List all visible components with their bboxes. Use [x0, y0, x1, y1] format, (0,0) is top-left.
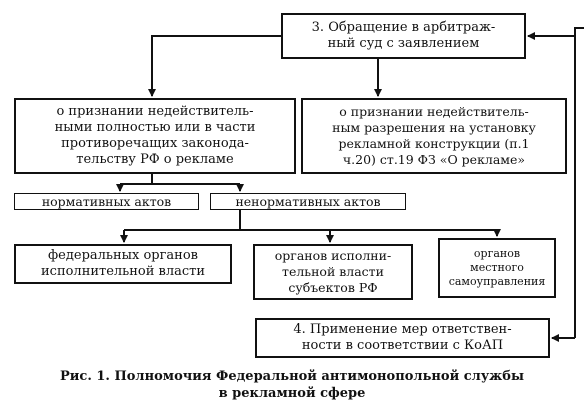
non-normative-acts-text: ненормативных актов: [235, 193, 381, 209]
arrow-court-to-acts: [148, 35, 281, 97]
normative-acts-text: нормативных актов: [41, 193, 172, 209]
local-government-text: органов местного самоуправления: [448, 247, 546, 288]
normative-acts-box: нормативных актов: [14, 193, 199, 210]
branch-acts: [120, 174, 240, 185]
federal-authorities-box: федеральных органов исполнительной власт…: [14, 244, 232, 284]
local-government-box: органов местного самоуправления: [438, 238, 556, 298]
invalid-permit-text: о признании недействитель- ным разрешени…: [332, 104, 536, 167]
branch-non-normative: [124, 210, 497, 231]
regional-authorities-box: органов исполни- тельной власти субъекто…: [253, 244, 413, 300]
invalid-acts-box: о признании недействитель- ными полность…: [14, 98, 296, 174]
invalid-acts-text: о признании недействитель- ными полность…: [54, 104, 256, 167]
right-vertical-line: [574, 27, 584, 338]
caption-line-2: в рекламной сфере: [218, 386, 366, 401]
invalid-permit-box: о признании недействитель- ным разрешени…: [301, 98, 567, 174]
koap-measures-text: 4. Применение мер ответствен- ности в со…: [293, 322, 512, 353]
regional-authorities-text: органов исполни- тельной власти субъекто…: [274, 248, 392, 295]
figure-caption: Рис. 1. Полномочия Федеральной антимоноп…: [0, 368, 584, 402]
non-normative-acts-box: ненормативных актов: [210, 193, 406, 210]
federal-authorities-text: федеральных органов исполнительной власт…: [41, 248, 205, 279]
caption-line-1: Рис. 1. Полномочия Федеральной антимоноп…: [60, 369, 524, 384]
court-application-text: 3. Обращение в арбитраж- ный суд с заявл…: [311, 20, 496, 51]
court-application-box: 3. Обращение в арбитраж- ный суд с заявл…: [281, 13, 526, 59]
koap-measures-box: 4. Применение мер ответствен- ности в со…: [255, 318, 550, 358]
